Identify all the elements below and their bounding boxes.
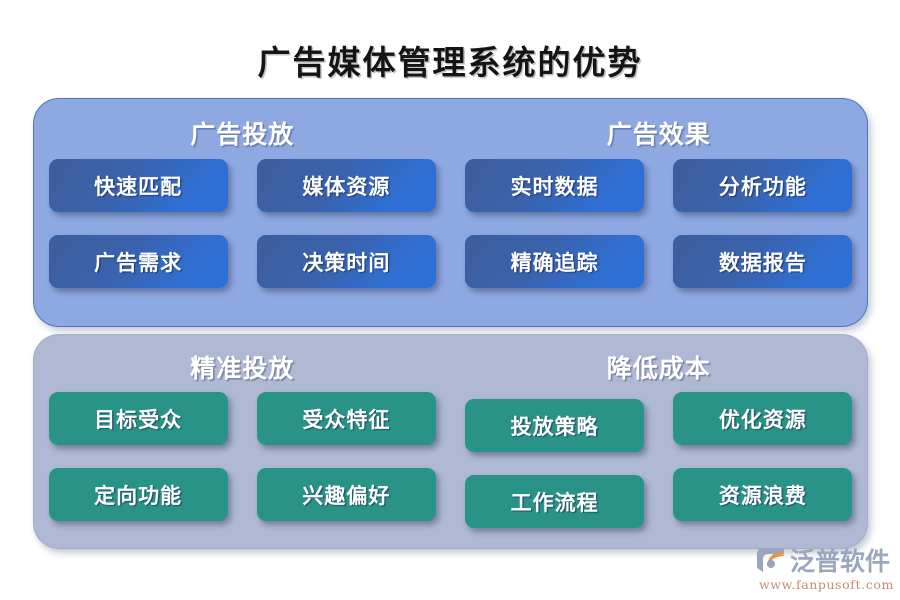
card-cell: 精确追踪 [451,235,659,288]
card-jingquezhuizong[interactable]: 精确追踪 [465,235,645,288]
card-meitiziyuan[interactable]: 媒体资源 [256,159,436,212]
section-header-precise-delivery: 精准投放 [190,354,295,383]
card-gongzuoliucheng[interactable]: 工作流程 [465,475,645,528]
card-cell: 快速匹配 [34,159,242,212]
card-cell: 工作流程 [451,468,659,528]
fanpu-logo-icon [756,545,788,575]
panel-targeting: 精准投放 降低成本 目标受众 受众特征 投放策略 优化资源 定向功能 兴趣偏好 … [33,334,868,549]
card-guanggaoxuqiu[interactable]: 广告需求 [48,235,228,288]
logo-website-url: www.fanpusoft.com [759,577,894,592]
card-cell: 目标受众 [34,392,242,452]
card-dingxianggongneng[interactable]: 定向功能 [48,468,228,521]
card-kuaisupipei[interactable]: 快速匹配 [48,159,228,212]
card-cell: 投放策略 [451,392,659,452]
card-shouzhongtezheng[interactable]: 受众特征 [256,392,436,445]
card-shishishuju[interactable]: 实时数据 [465,159,645,212]
card-cell: 数据报告 [659,235,867,288]
card-cell: 定向功能 [34,468,242,528]
card-mubiaoshouzhong[interactable]: 目标受众 [48,392,228,445]
card-cell: 决策时间 [242,235,450,288]
card-cell: 实时数据 [451,159,659,212]
card-cell: 媒体资源 [242,159,450,212]
section-header-ad-effect: 广告效果 [606,120,711,149]
card-row: 目标受众 受众特征 投放策略 优化资源 [34,392,867,452]
card-row: 广告需求 决策时间 精确追踪 数据报告 [34,235,867,288]
card-cell: 分析功能 [659,159,867,212]
logo-company-name: 泛普软件 [790,546,891,576]
section-header-group: 广告投放 广告效果 [34,115,867,151]
section-header-group: 精准投放 降低成本 [34,349,867,385]
section-header-cost-reduction: 降低成本 [606,354,711,383]
card-youhuaziyuan[interactable]: 优化资源 [673,392,853,445]
card-cell: 广告需求 [34,235,242,288]
card-cell: 资源浪费 [659,468,867,528]
logo-row: 泛普软件 [756,543,894,576]
card-fenxigongneng[interactable]: 分析功能 [673,159,853,212]
card-row: 定向功能 兴趣偏好 工作流程 资源浪费 [34,468,867,528]
page-title: 广告媒体管理系统的优势 [257,43,643,82]
panel-advertising: 广告投放 广告效果 快速匹配 媒体资源 实时数据 分析功能 广告需求 决策时间 … [33,98,868,327]
card-toufangcelue[interactable]: 投放策略 [465,399,645,452]
card-cell: 兴趣偏好 [242,468,450,528]
brand-logo: 泛普软件 www.fanpusoft.com [756,543,894,593]
card-cell: 优化资源 [659,392,867,452]
card-ziyuanlangfei[interactable]: 资源浪费 [673,468,853,521]
card-cell: 受众特征 [242,392,450,452]
card-row: 快速匹配 媒体资源 实时数据 分析功能 [34,159,867,212]
card-juecheshijian[interactable]: 决策时间 [256,235,436,288]
section-header-ad-delivery: 广告投放 [190,120,295,149]
card-xingqupianhao[interactable]: 兴趣偏好 [256,468,436,521]
card-shujubaogao[interactable]: 数据报告 [673,235,853,288]
